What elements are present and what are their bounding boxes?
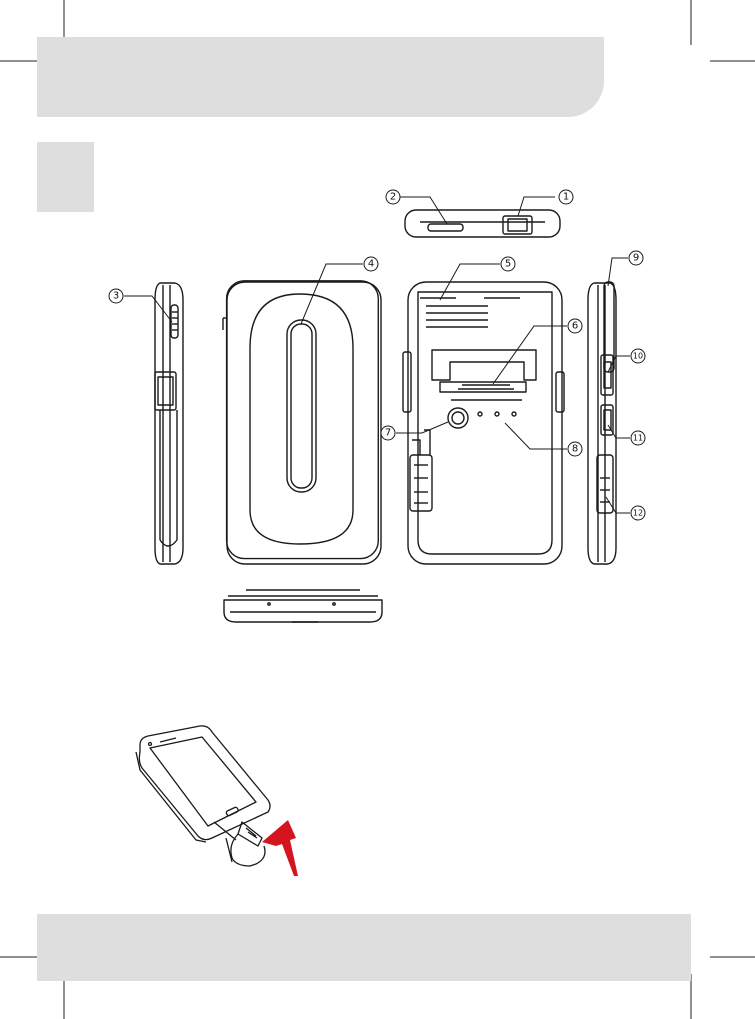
insertion-arrow	[262, 820, 298, 876]
phone-screen	[150, 737, 256, 826]
